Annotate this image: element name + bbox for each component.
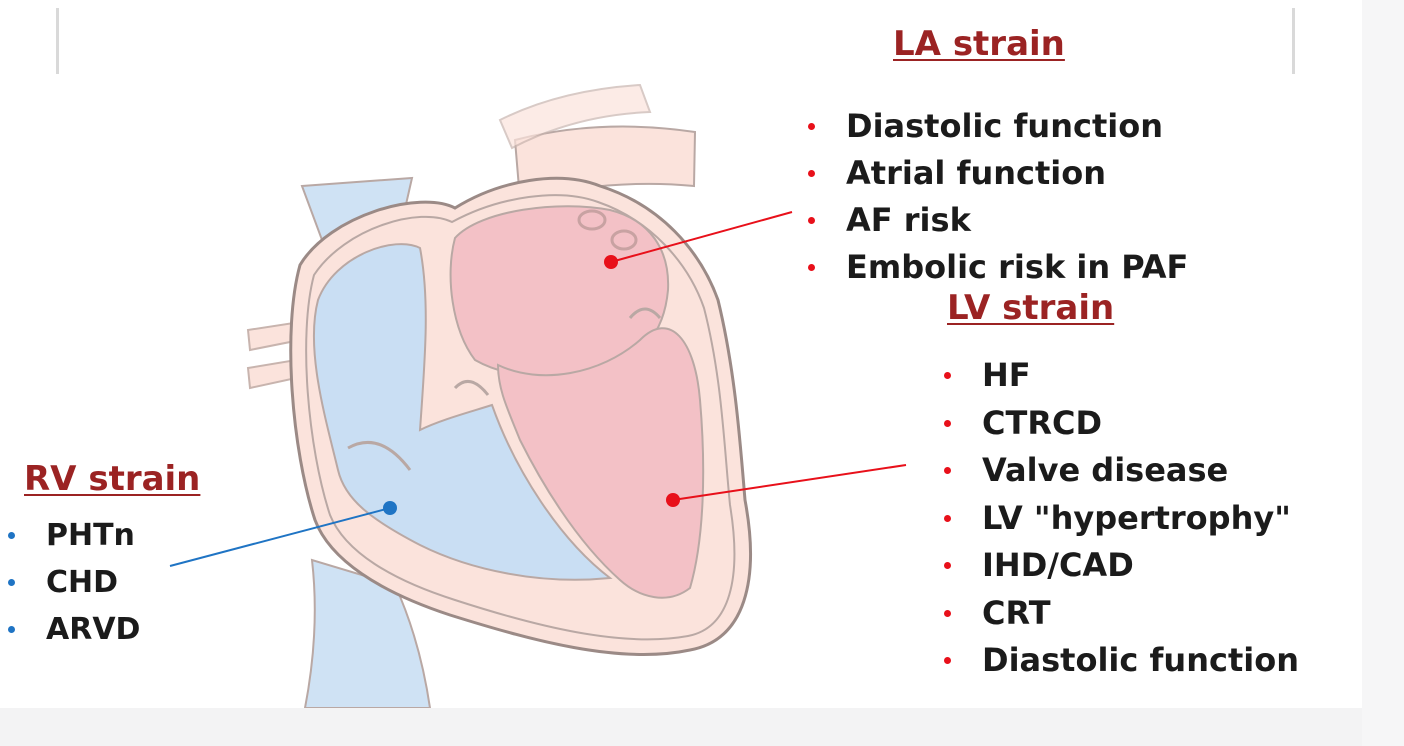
bullet-icon: [944, 467, 951, 474]
lv-strain-list: HF CTRCD Valve disease LV "hypertrophy" …: [938, 352, 1299, 685]
rv-marker-dot: [383, 501, 397, 515]
lv-item-crt: CRT: [938, 590, 1299, 638]
rv-item-phtn: PHTn: [0, 512, 140, 559]
rv-strain-title: RV strain: [24, 462, 200, 496]
lv-item-hf: HF: [938, 352, 1299, 400]
lv-item-valve-disease: Valve disease: [938, 447, 1299, 495]
bottom-strip: [0, 708, 1362, 746]
la-marker-dot: [604, 255, 618, 269]
bullet-icon: [8, 579, 15, 586]
bullet-icon: [808, 264, 815, 271]
lv-marker-dot: [666, 493, 680, 507]
bullet-icon: [808, 217, 815, 224]
rv-strain-list: PHTn CHD ARVD: [0, 512, 140, 653]
lv-item-diastolic-function: Diastolic function: [938, 637, 1299, 685]
bullet-icon: [944, 562, 951, 569]
lv-item-ihd-cad: IHD/CAD: [938, 542, 1299, 590]
lv-item-lv-hypertrophy: LV "hypertrophy": [938, 495, 1299, 543]
bullet-icon: [8, 532, 15, 539]
la-item-embolic-risk: Embolic risk in PAF: [802, 244, 1188, 291]
lv-strain-title: LV strain: [947, 291, 1114, 325]
bullet-icon: [808, 170, 815, 177]
la-strain-title: LA strain: [893, 27, 1065, 61]
bullet-icon: [944, 610, 951, 617]
la-item-af-risk: AF risk: [802, 197, 1188, 244]
bullet-icon: [8, 626, 15, 633]
rv-item-arvd: ARVD: [0, 606, 140, 653]
bullet-icon: [944, 372, 951, 379]
side-strip: [1362, 0, 1404, 746]
bullet-icon: [944, 420, 951, 427]
la-item-diastolic-function: Diastolic function: [802, 103, 1188, 150]
slide: LA strain Diastolic function Atrial func…: [0, 0, 1362, 708]
bullet-icon: [944, 515, 951, 522]
rv-item-chd: CHD: [0, 559, 140, 606]
lv-item-ctrcd: CTRCD: [938, 400, 1299, 448]
bullet-icon: [808, 123, 815, 130]
la-strain-list: Diastolic function Atrial function AF ri…: [802, 103, 1188, 291]
la-item-atrial-function: Atrial function: [802, 150, 1188, 197]
bullet-icon: [944, 657, 951, 664]
